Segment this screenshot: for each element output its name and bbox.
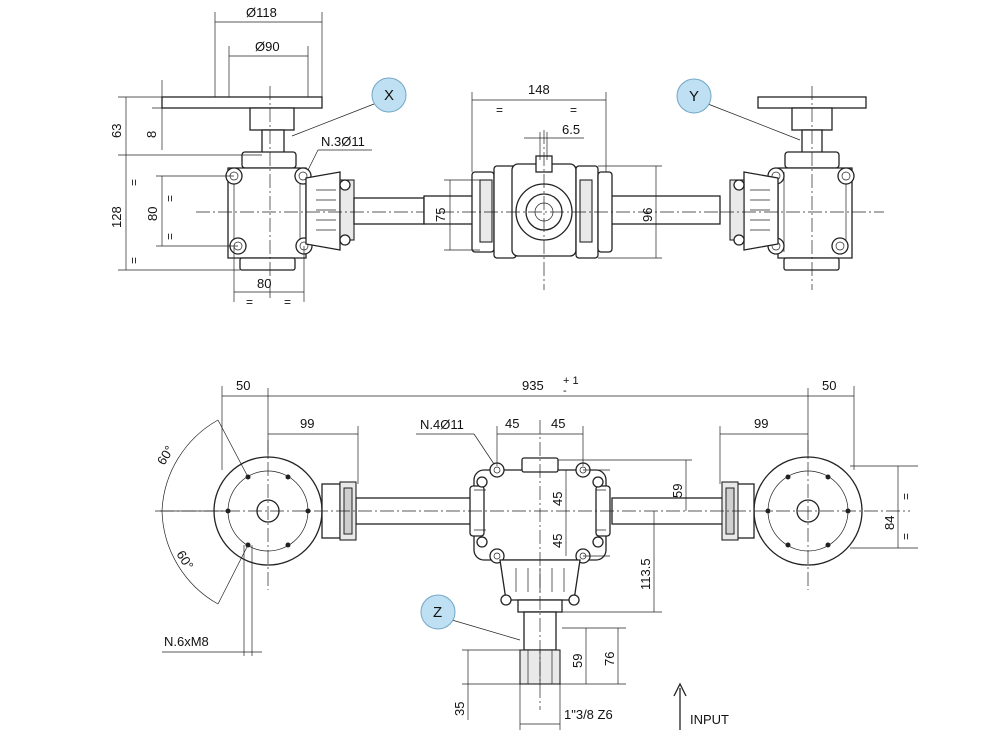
dim-w80: 80 [257,276,271,291]
dim-w45-a: 45 [505,416,519,431]
sym-80-bottom: = [163,233,177,240]
dim-h76: 76 [602,652,617,666]
dim-w6-5: 6.5 [562,122,580,137]
dim-w45-b: 45 [551,416,565,431]
dim-w935: 935 [522,378,544,393]
dim-h113-5: 113.5 [638,558,653,590]
assembly-plan-view [160,420,910,710]
dim-w935-tol-plus: + 1 [563,375,579,387]
left-gearbox-body [227,167,307,259]
sym-84-top: = [899,493,913,500]
dim-w99-left: 99 [300,416,314,431]
callout-x-label: X [384,87,394,104]
label-spline: 1"3/8 Z6 [564,707,613,722]
dim-h35: 35 [452,702,467,716]
dim-h45-b: 45 [550,534,565,548]
dim-h8: 8 [144,131,159,138]
label-holes-top: N.3Ø11 [321,134,365,149]
right-gearbox-side-view [720,86,884,290]
sym-w80-left: = [246,295,253,309]
dim-w148: 148 [528,82,550,97]
dim-d90: Ø90 [255,39,280,54]
label-threads: N.6xM8 [164,634,209,649]
label-holes-center: N.4Ø11 [420,417,464,432]
sym-80-top: = [163,195,177,202]
callout-z-label: Z [433,604,442,621]
sym-128-top: = [127,179,141,186]
sym-148-left: = [496,103,503,117]
dim-h84: 84 [882,516,897,530]
center-left-shaft [423,195,481,225]
sym-84-bottom: = [899,533,913,540]
dim-w50-right: 50 [822,378,836,393]
dim-w99-right: 99 [754,416,768,431]
callout-x: X [291,77,407,137]
sym-148-right: = [570,103,577,117]
sym-128-bottom: = [127,257,141,264]
left-gearbox-side-view [161,86,440,300]
dim-w50-left: 50 [236,378,250,393]
input-label: INPUT [690,712,729,727]
dim-h63: 63 [109,124,124,138]
sym-w80-right: = [284,295,291,309]
dim-angle-60-top: 60° [154,443,177,468]
left-flange-plate [161,96,323,109]
dim-h128: 128 [109,206,124,228]
dim-h59-a: 59 [670,484,685,498]
callout-y: Y [676,78,801,141]
dim-h75: 75 [433,208,448,222]
dim-h80: 80 [145,207,160,221]
dim-h45-a: 45 [550,492,565,506]
dim-h59-b: 59 [570,654,585,668]
callout-y-label: Y [689,88,699,105]
dim-angle-60-bottom: 60° [173,548,196,573]
dim-d118: Ø118 [246,5,277,20]
center-gearbox-front-view [423,130,721,290]
center-right-shaft [599,195,721,225]
top-dimensions: Ø118 Ø90 63 8 128 = = 80 = = 80 = = [109,5,662,309]
callout-z: Z [420,594,521,641]
bottom-dimensions: 935 + 1 - 50 50 99 99 N.4Ø11 45 45 45 45… [154,375,918,730]
input-indicator: INPUT [673,682,729,730]
dim-w935-tol-minus: - [563,385,567,397]
dim-h96: 96 [640,208,655,222]
